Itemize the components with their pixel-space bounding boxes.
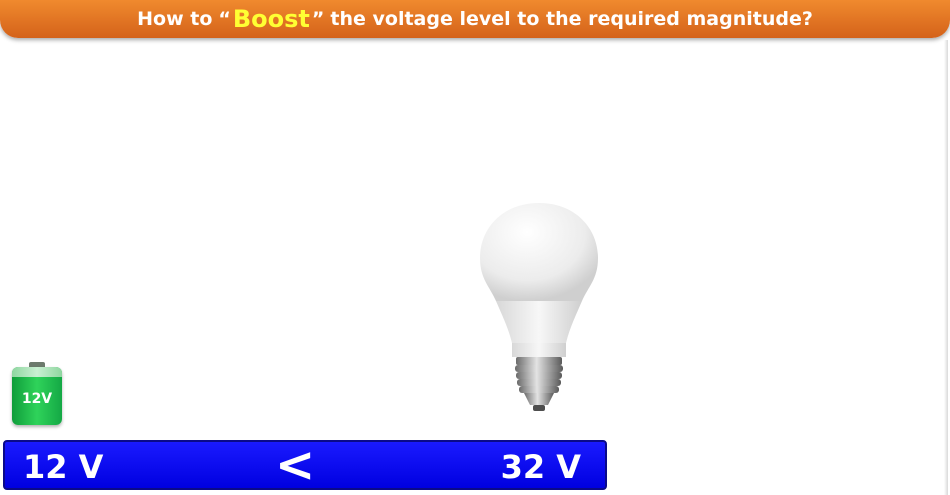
battery-label: 12V: [21, 391, 53, 407]
title-prefix: How to: [137, 8, 213, 30]
title-suffix: the voltage level to the required magnit…: [330, 8, 813, 30]
battery-top: [12, 367, 62, 377]
title-banner: How to “ Boost ” the voltage level to th…: [0, 0, 950, 38]
required-voltage: 32 V: [500, 448, 581, 486]
battery-cap: [29, 362, 45, 369]
title-quote-open: “: [218, 8, 231, 30]
title-highlight: Boost: [232, 5, 310, 33]
battery-icon: 12V: [12, 362, 62, 425]
right-edge-shadow: [944, 40, 948, 495]
input-voltage: 12 V: [23, 448, 104, 486]
less-than-symbol: <: [275, 437, 316, 493]
title-quote-close: ”: [311, 8, 325, 30]
comparison-bar: 12 V < 32 V: [3, 440, 607, 490]
light-bulb-icon: [480, 203, 598, 411]
